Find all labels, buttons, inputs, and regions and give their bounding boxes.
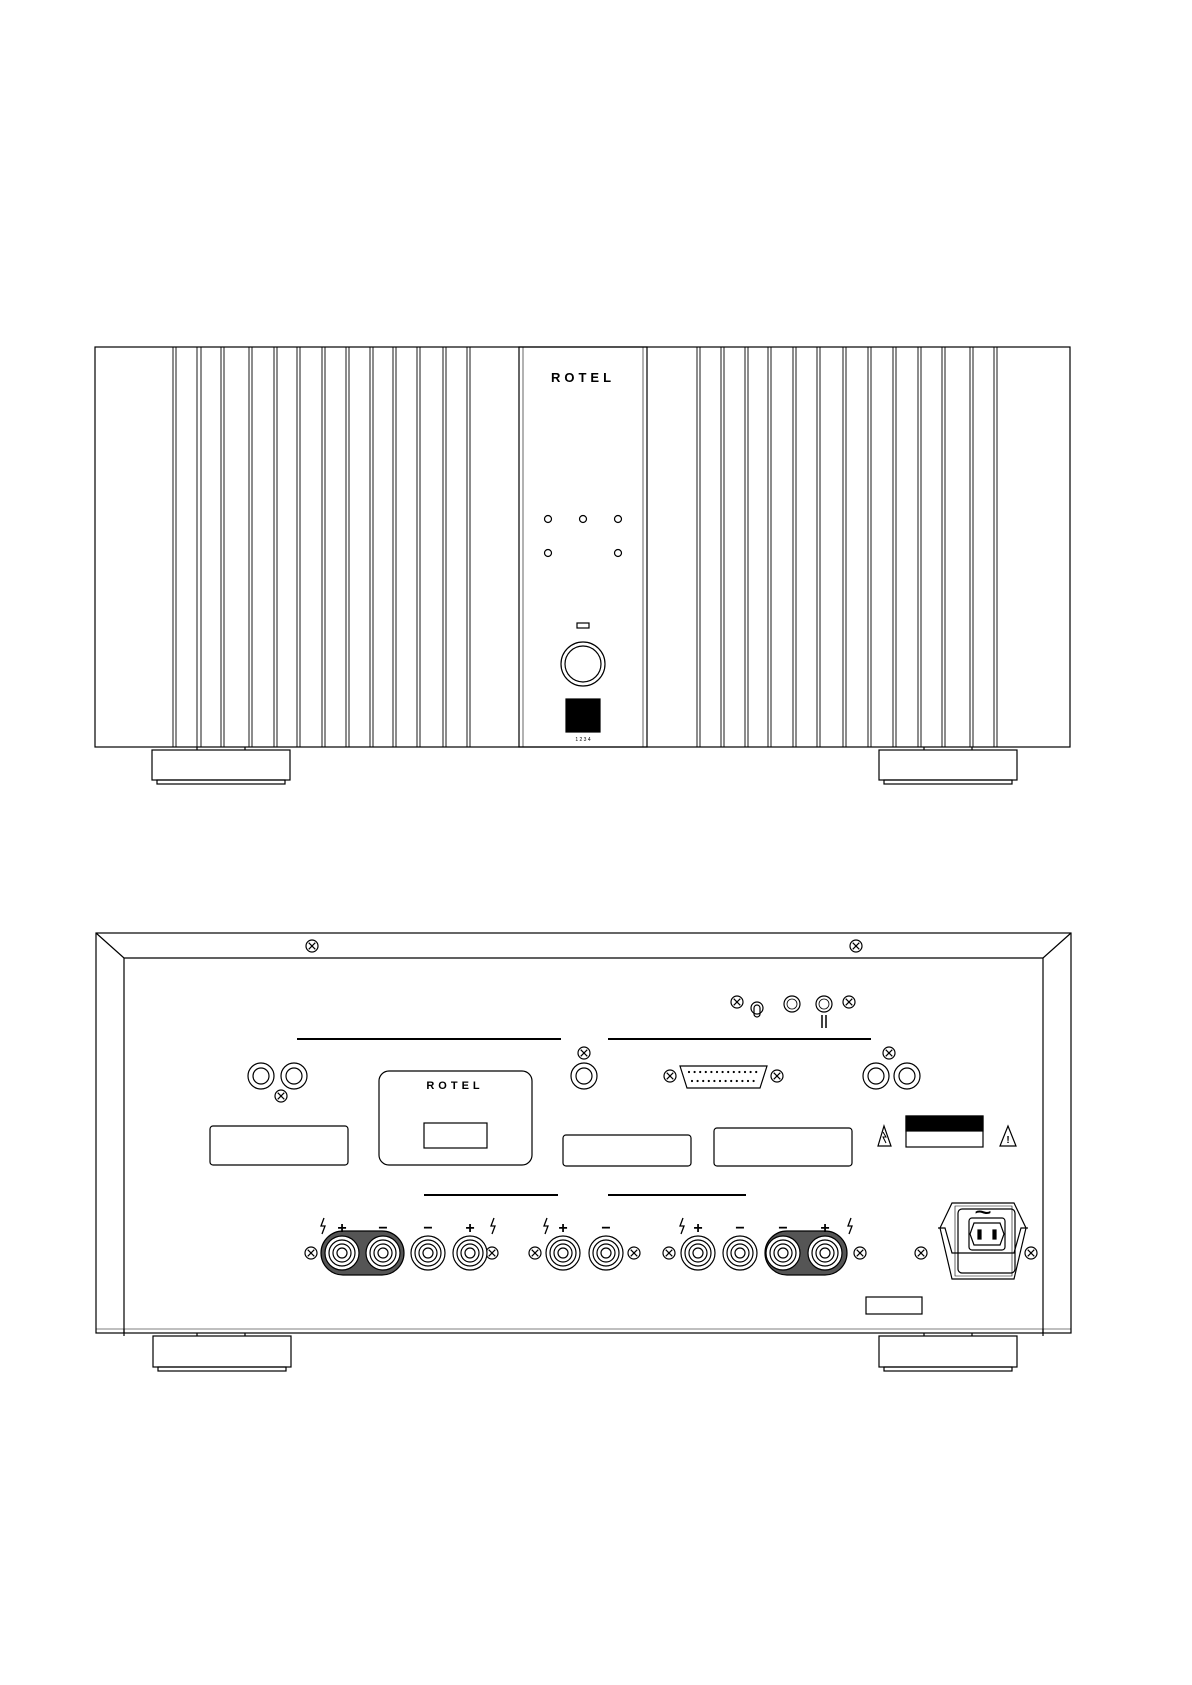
speaker-binding-post[interactable] xyxy=(808,1236,842,1270)
center-faceplate-inner xyxy=(523,347,643,747)
screw-icon xyxy=(731,996,743,1008)
label-plate-left xyxy=(210,1126,348,1165)
power-button[interactable] xyxy=(561,642,605,686)
serial-number-label xyxy=(866,1297,922,1314)
post-sign-label: − xyxy=(423,1220,432,1237)
lightning-icon xyxy=(680,1218,684,1234)
post-sign-label: − xyxy=(601,1220,610,1237)
rear-foot-right xyxy=(879,1333,1017,1371)
post-sign-label: + xyxy=(693,1220,702,1237)
front-foot-right xyxy=(879,747,1017,784)
rear-brand-logo: ROTEL xyxy=(426,1080,483,1092)
lightning-icon xyxy=(544,1218,548,1234)
rca-input-right-pair[interactable] xyxy=(863,1063,920,1089)
trigger-jack-out[interactable] xyxy=(816,996,832,1012)
rear-foot-left xyxy=(153,1333,291,1371)
screw-icon xyxy=(883,1047,895,1059)
ac-symbol: ~ xyxy=(974,1196,992,1229)
speaker-binding-post[interactable] xyxy=(546,1236,580,1270)
warning-label: ! xyxy=(878,1116,1016,1147)
front-foot-left xyxy=(152,747,290,784)
screw-icon xyxy=(1025,1247,1037,1259)
channel-led-1 xyxy=(545,516,552,523)
label-plate-right xyxy=(714,1128,852,1166)
post-sign-label: − xyxy=(778,1220,787,1237)
screw-icon xyxy=(843,996,855,1008)
label-plate-center xyxy=(563,1135,691,1166)
heatsink-fins-right xyxy=(697,347,997,747)
screw-icon xyxy=(305,1247,317,1259)
rear-logo-window xyxy=(424,1123,487,1148)
display-ticks: 1 2 3 4 xyxy=(575,737,591,743)
speaker-binding-post[interactable] xyxy=(681,1236,715,1270)
channel-led-4 xyxy=(545,550,552,557)
speaker-binding-post[interactable] xyxy=(766,1236,800,1270)
speaker-binding-post[interactable] xyxy=(589,1236,623,1270)
screw-icon xyxy=(578,1047,590,1059)
power-button-inner xyxy=(565,646,601,682)
rear-chassis-outline xyxy=(96,933,1071,1333)
screw-icon xyxy=(854,1247,866,1259)
screw-icon xyxy=(628,1247,640,1259)
front-brand-logo: ROTEL xyxy=(551,370,615,385)
lightning-icon xyxy=(848,1218,852,1234)
screw-icon xyxy=(850,940,862,952)
channel-led-3 xyxy=(615,516,622,523)
trigger-jack-in[interactable] xyxy=(784,996,800,1012)
ir-display-window xyxy=(566,699,600,732)
post-sign-label: + xyxy=(558,1220,567,1237)
trigger-switch[interactable] xyxy=(751,1002,763,1017)
lightning-icon xyxy=(491,1218,495,1234)
rear-panel: ROTEL ! ~ xyxy=(96,933,1071,1371)
speaker-binding-post[interactable] xyxy=(453,1236,487,1270)
center-faceplate xyxy=(519,347,647,747)
svg-text:!: ! xyxy=(1006,1135,1009,1146)
front-panel-outline xyxy=(95,347,1070,747)
speaker-binding-post[interactable] xyxy=(366,1236,400,1270)
rca-input-left-pair[interactable] xyxy=(248,1063,307,1089)
rear-top-bevel xyxy=(96,933,1071,958)
channel-led-5 xyxy=(615,550,622,557)
screw-icon xyxy=(306,940,318,952)
channel-led-2 xyxy=(580,516,587,523)
screw-icon xyxy=(771,1070,783,1082)
screw-icon xyxy=(486,1247,498,1259)
post-sign-label: + xyxy=(337,1220,346,1237)
db25-connector[interactable] xyxy=(680,1066,767,1088)
power-indicator-led xyxy=(577,623,589,628)
binding-post-signs: + − − + + − + − − + xyxy=(321,1218,852,1237)
post-sign-label: − xyxy=(378,1220,387,1237)
speaker-binding-post[interactable] xyxy=(723,1236,757,1270)
screw-icon xyxy=(663,1247,675,1259)
speaker-binding-post[interactable] xyxy=(325,1236,359,1270)
post-sign-label: + xyxy=(820,1220,829,1237)
screw-icon xyxy=(275,1090,287,1102)
screw-icon xyxy=(915,1247,927,1259)
screw-icon xyxy=(664,1070,676,1082)
rca-input-center[interactable] xyxy=(571,1063,597,1089)
lightning-icon xyxy=(321,1218,325,1234)
post-sign-label: − xyxy=(735,1220,744,1237)
post-sign-label: + xyxy=(465,1220,474,1237)
heatsink-fins-left xyxy=(173,347,470,747)
screw-icon xyxy=(529,1247,541,1259)
speaker-binding-post[interactable] xyxy=(411,1236,445,1270)
front-panel: ROTEL 1 2 3 4 xyxy=(95,347,1070,784)
